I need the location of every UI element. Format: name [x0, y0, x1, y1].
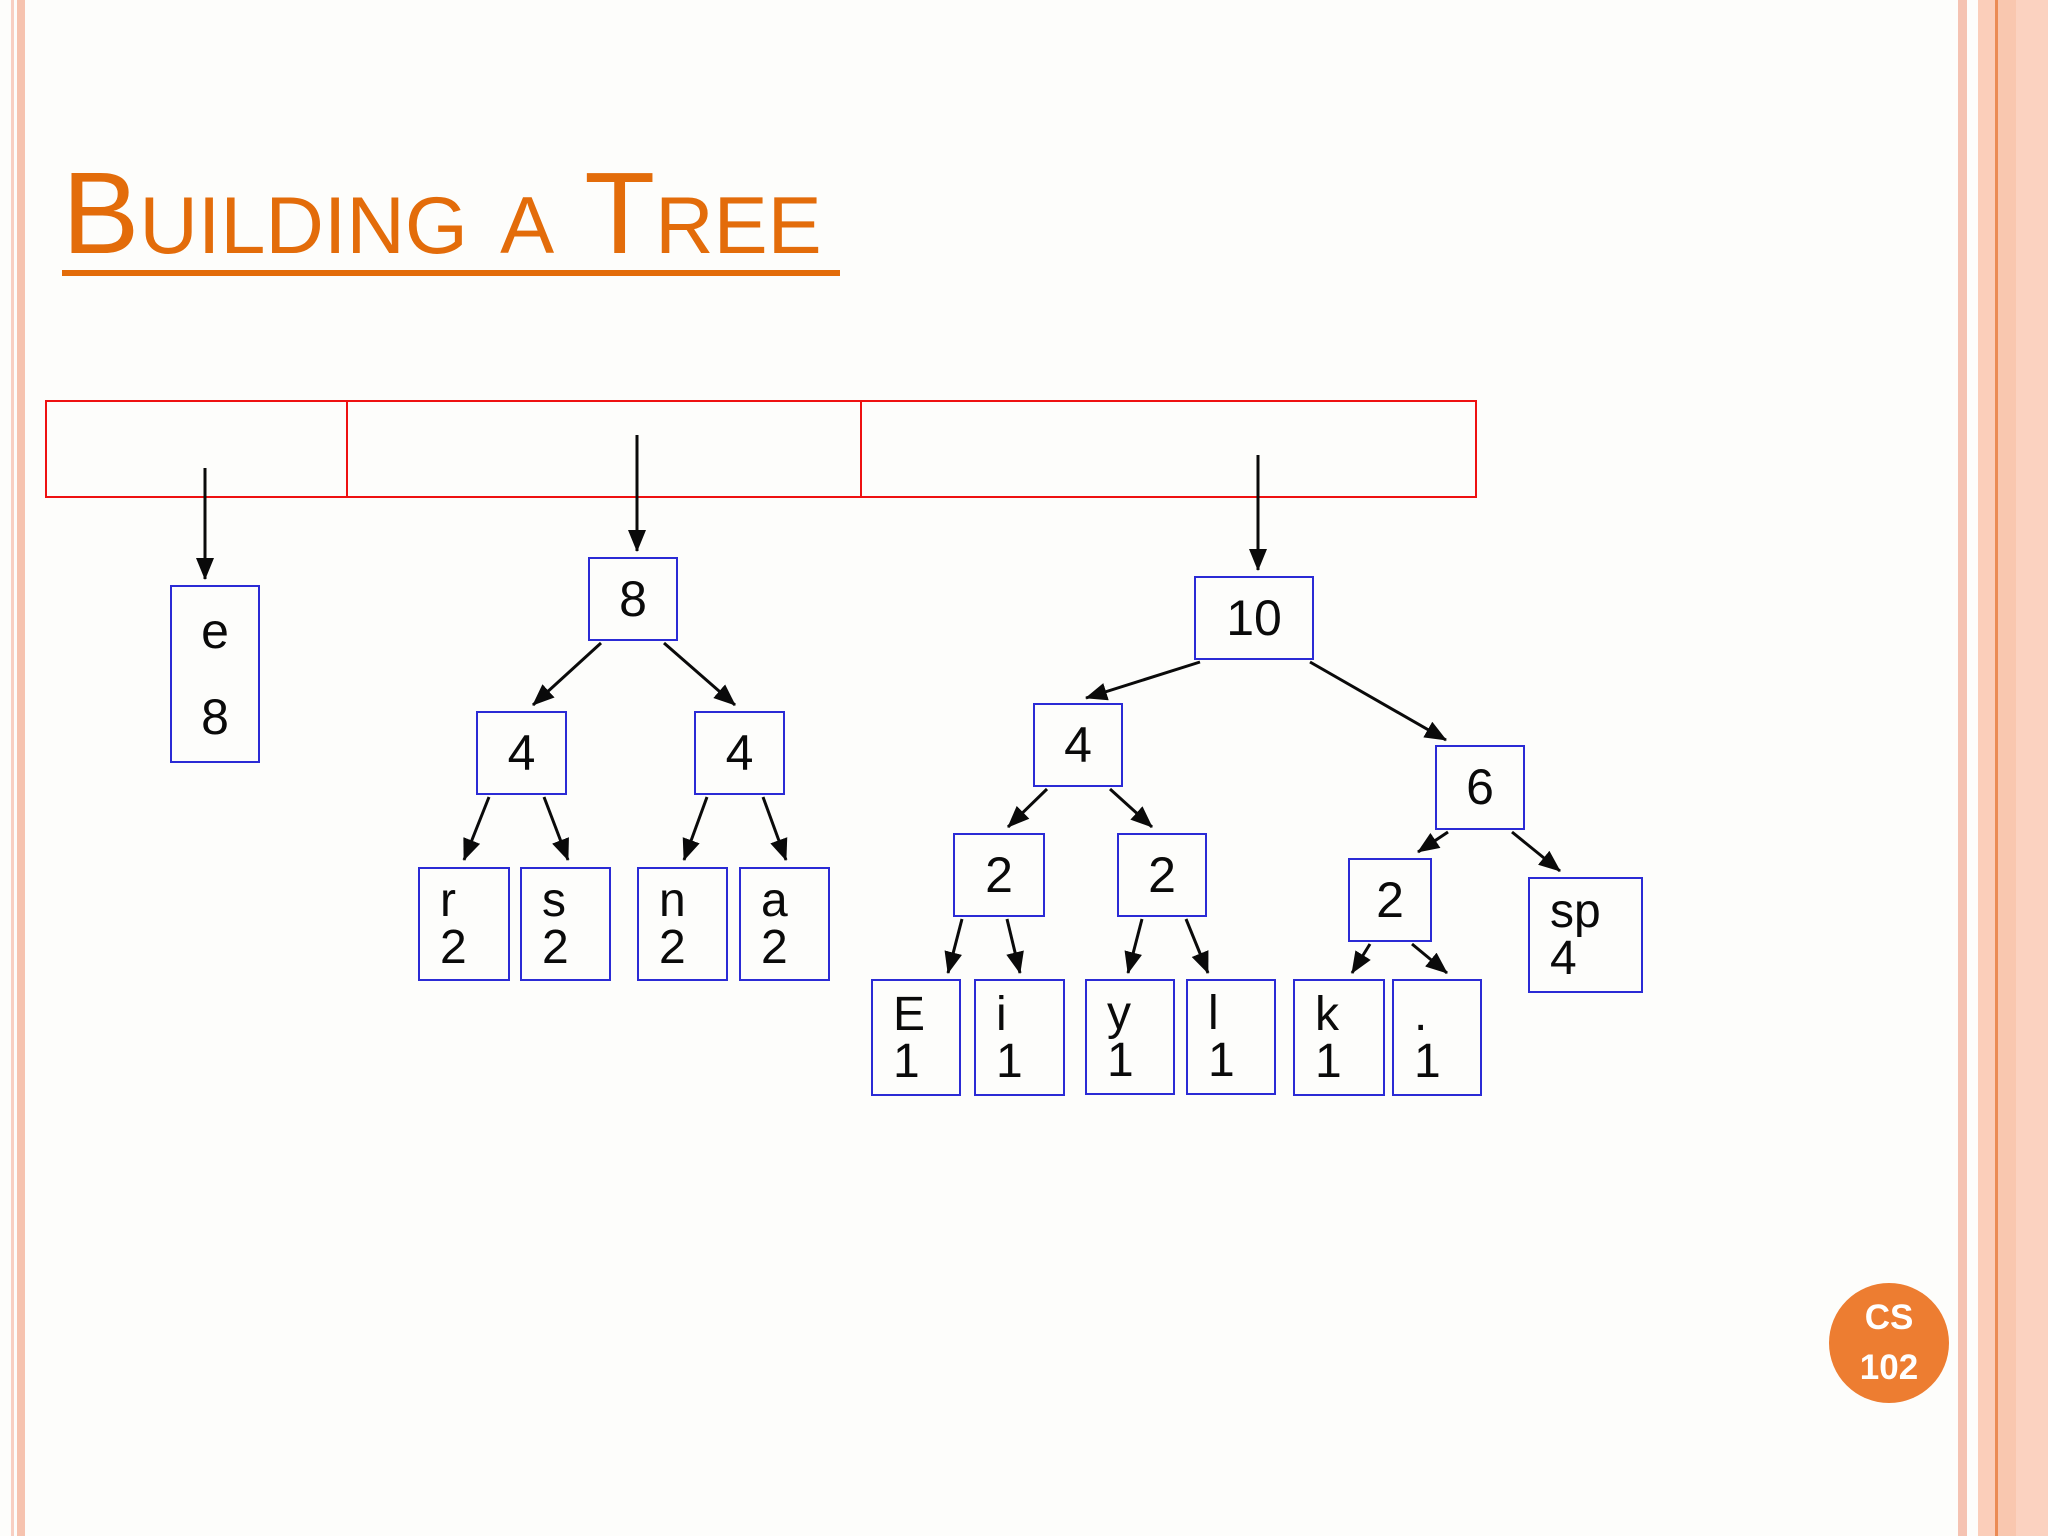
tree-node-4-left: 4: [476, 711, 567, 795]
cs-102-badge: CS 102: [1829, 1283, 1949, 1403]
node-count: 1: [1315, 1034, 1342, 1088]
node-count: 1: [1414, 1034, 1441, 1088]
node-value: 2: [1376, 871, 1404, 928]
tree-node-s2: s 2: [520, 867, 611, 981]
right-border-stripe-peach-3: [2016, 0, 2048, 1536]
arrow-4-to-2a: [1006, 787, 1049, 829]
tree-node-4: 4: [1033, 703, 1123, 787]
arrow-2b-to-y: [1124, 918, 1144, 974]
tree-node-e8: e 8: [170, 585, 260, 763]
tree-node-i1: i 1: [974, 979, 1065, 1096]
arrow-10-to-6: [1309, 660, 1447, 742]
node-value: 4: [1064, 716, 1092, 773]
node-symbol: a: [761, 874, 788, 927]
node-symbol: y: [1107, 987, 1131, 1040]
right-border-stripe-orange-line: [1995, 0, 1998, 1536]
arrow-2b-to-l: [1184, 918, 1210, 974]
node-count: 1: [1208, 1034, 1235, 1087]
tree-node-2-left: 2: [953, 833, 1045, 917]
right-border-stripe-peach: [1978, 0, 1995, 1536]
node-value: 8: [619, 570, 647, 627]
arrow-4-to-2b: [1108, 787, 1154, 829]
node-count: 2: [542, 921, 569, 974]
tree-node-2-middle: 2: [1117, 833, 1207, 917]
node-count: 2: [659, 921, 686, 974]
arrow-6-to-sp: [1511, 830, 1561, 873]
node-symbol: s: [542, 874, 566, 927]
node-count: 4: [1550, 932, 1577, 985]
frequency-table: [45, 400, 1477, 498]
node-count: 2: [440, 921, 467, 974]
tree-node-k1: k 1: [1293, 979, 1385, 1096]
node-count: 8: [201, 689, 229, 745]
arrow-8-to-4-left: [531, 641, 603, 707]
node-symbol: l: [1208, 987, 1219, 1040]
tree-node-sp4: sp 4: [1528, 877, 1643, 993]
node-symbol: sp: [1550, 885, 1601, 938]
badge-line-2: 102: [1859, 1348, 1919, 1387]
node-symbol: k: [1315, 987, 1339, 1041]
node-value: 10: [1226, 589, 1282, 646]
node-count: 1: [1107, 1034, 1134, 1087]
tree-node-r2: r 2: [418, 867, 510, 981]
right-border-stripe-peach-2: [1998, 0, 2016, 1536]
table-cell-1: [47, 402, 348, 496]
node-symbol: n: [659, 874, 686, 927]
arrow-2c-to-k: [1350, 943, 1372, 974]
tree-node-E1: E 1: [871, 979, 961, 1096]
node-value: 2: [1148, 846, 1176, 903]
arrow-2a-to-E: [944, 918, 964, 974]
arrow-4-to-n: [682, 796, 709, 861]
arrow-4-to-r: [462, 796, 491, 861]
arrow-2a-to-i: [1005, 918, 1024, 974]
table-cell-2: [348, 402, 862, 496]
node-value: 4: [507, 724, 536, 781]
arrow-6-to-2c: [1417, 830, 1449, 854]
node-value: 6: [1466, 759, 1494, 815]
tree-node-period-1: . 1: [1392, 979, 1482, 1096]
page-title: Building a Tree: [62, 155, 840, 277]
tree-node-10: 10: [1194, 576, 1314, 660]
node-value: 4: [725, 724, 754, 781]
tree-node-a2: a 2: [739, 867, 830, 981]
node-value: 2: [985, 846, 1013, 903]
node-symbol: .: [1414, 987, 1428, 1041]
tree-node-6: 6: [1435, 745, 1525, 830]
left-border-stripe-thin: [11, 0, 14, 1536]
badge-line-1: CS: [1864, 1298, 1914, 1337]
tree-node-n2: n 2: [637, 867, 728, 981]
node-symbol: e: [201, 603, 229, 659]
node-symbol: r: [440, 874, 456, 927]
tree-node-y1: y 1: [1085, 979, 1175, 1095]
table-cell-3: [862, 402, 1475, 496]
tree-node-2-right: 2: [1348, 858, 1432, 942]
arrow-4-to-a: [761, 796, 788, 861]
right-border-stripe-pink: [1958, 0, 1967, 1536]
arrow-4-to-s: [542, 796, 570, 861]
arrow-10-to-4: [1085, 660, 1201, 701]
node-symbol: E: [893, 987, 926, 1041]
node-symbol: i: [996, 987, 1007, 1041]
node-count: 1: [996, 1034, 1023, 1088]
tree-node-l1: l 1: [1186, 979, 1276, 1095]
arrow-8-to-4-right: [663, 641, 736, 707]
tree-node-8: 8: [588, 557, 678, 641]
node-count: 1: [893, 1034, 920, 1088]
arrow-2c-to-dot: [1411, 942, 1448, 975]
node-count: 2: [761, 921, 788, 974]
left-border-stripe-wide: [17, 0, 25, 1536]
tree-node-4-right: 4: [694, 711, 785, 795]
